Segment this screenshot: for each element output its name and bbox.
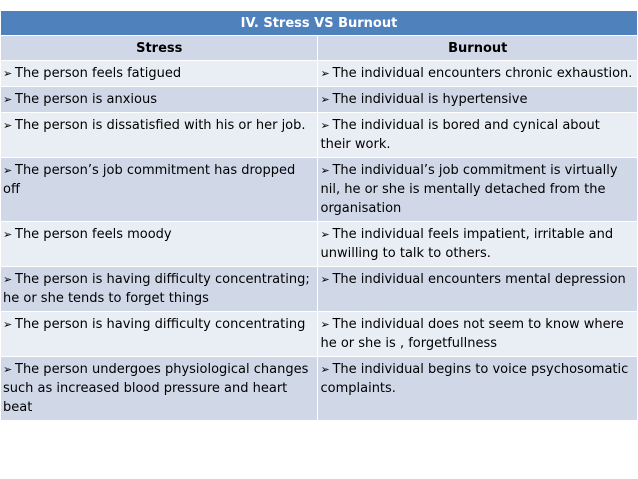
table-row: ➢The person is dissatisfied with his or … xyxy=(0,112,638,158)
cell-text: The person undergoes physiological chang… xyxy=(3,362,309,415)
cell-text: The individual encounters mental depress… xyxy=(332,272,626,287)
arrow-right-check-icon: ➢ xyxy=(320,228,330,241)
cell-stress: ➢The person undergoes physiological chan… xyxy=(0,356,319,421)
table-title: IV. Stress VS Burnout xyxy=(0,10,638,36)
table-row: ➢The person’s job commitment has dropped… xyxy=(0,157,638,222)
arrow-right-check-icon: ➢ xyxy=(3,67,13,80)
arrow-right-check-icon: ➢ xyxy=(3,119,13,132)
table-body: ➢The person feels fatigued➢The individua… xyxy=(0,60,638,421)
cell-burnout: ➢The individual’s job commitment is virt… xyxy=(317,157,638,222)
cell-burnout: ➢The individual does not seem to know wh… xyxy=(317,311,638,357)
cell-stress: ➢The person is dissatisfied with his or … xyxy=(0,112,319,158)
cell-text: The person is having difficulty concentr… xyxy=(15,317,306,332)
cell-text: The individual is bored and cynical abou… xyxy=(320,118,600,152)
cell-text: The individual feels impatient, irritabl… xyxy=(320,227,614,261)
cell-stress: ➢The person feels moody xyxy=(0,221,319,267)
table-row: ➢The person undergoes physiological chan… xyxy=(0,356,638,421)
arrow-right-check-icon: ➢ xyxy=(3,228,13,241)
cell-stress: ➢The person is having difficulty concent… xyxy=(0,311,319,357)
arrow-right-check-icon: ➢ xyxy=(3,363,13,376)
cell-stress: ➢The person feels fatigued xyxy=(0,60,319,87)
cell-text: The individual does not seem to know whe… xyxy=(320,317,624,351)
stress-vs-burnout-table: IV. Stress VS Burnout Stress Burnout ➢Th… xyxy=(0,10,638,421)
cell-burnout: ➢The individual feels impatient, irritab… xyxy=(317,221,638,267)
cell-text: The individual’s job commitment is virtu… xyxy=(320,163,618,216)
cell-stress: ➢The person is anxious xyxy=(0,86,319,113)
table-row: ➢The person is having difficulty concent… xyxy=(0,266,638,312)
cell-text: The person is anxious xyxy=(15,92,157,107)
cell-text: The person feels moody xyxy=(15,227,172,242)
arrow-right-check-icon: ➢ xyxy=(320,273,330,286)
table-row: ➢The person feels fatigued➢The individua… xyxy=(0,60,638,87)
table-title-row: IV. Stress VS Burnout xyxy=(0,10,638,36)
arrow-right-check-icon: ➢ xyxy=(320,93,330,106)
header-stress: Stress xyxy=(0,35,319,61)
arrow-right-check-icon: ➢ xyxy=(320,318,330,331)
cell-burnout: ➢The individual is bored and cynical abo… xyxy=(317,112,638,158)
cell-burnout: ➢The individual encounters chronic exhau… xyxy=(317,60,638,87)
header-burnout: Burnout xyxy=(317,35,638,61)
table-row: ➢The person is anxious➢The individual is… xyxy=(0,86,638,113)
arrow-right-check-icon: ➢ xyxy=(320,363,330,376)
arrow-right-check-icon: ➢ xyxy=(320,164,330,177)
arrow-right-check-icon: ➢ xyxy=(320,67,330,80)
table-row: ➢The person feels moody➢The individual f… xyxy=(0,221,638,267)
arrow-right-check-icon: ➢ xyxy=(3,93,13,106)
table-header-row: Stress Burnout xyxy=(0,35,638,61)
cell-text: The individual begins to voice psychosom… xyxy=(320,362,629,396)
cell-text: The individual encounters chronic exhaus… xyxy=(332,66,633,81)
cell-burnout: ➢The individual is hypertensive xyxy=(317,86,638,113)
cell-stress: ➢The person is having difficulty concent… xyxy=(0,266,319,312)
cell-text: The person is dissatisfied with his or h… xyxy=(15,118,306,133)
table-row: ➢The person is having difficulty concent… xyxy=(0,311,638,357)
arrow-right-check-icon: ➢ xyxy=(320,119,330,132)
cell-burnout: ➢The individual begins to voice psychoso… xyxy=(317,356,638,421)
cell-burnout: ➢The individual encounters mental depres… xyxy=(317,266,638,312)
cell-text: The person’s job commitment has dropped … xyxy=(3,163,296,197)
arrow-right-check-icon: ➢ xyxy=(3,318,13,331)
cell-text: The person is having difficulty concentr… xyxy=(3,272,310,306)
cell-text: The person feels fatigued xyxy=(15,66,182,81)
cell-stress: ➢The person’s job commitment has dropped… xyxy=(0,157,319,222)
arrow-right-check-icon: ➢ xyxy=(3,164,13,177)
cell-text: The individual is hypertensive xyxy=(332,92,528,107)
arrow-right-check-icon: ➢ xyxy=(3,273,13,286)
